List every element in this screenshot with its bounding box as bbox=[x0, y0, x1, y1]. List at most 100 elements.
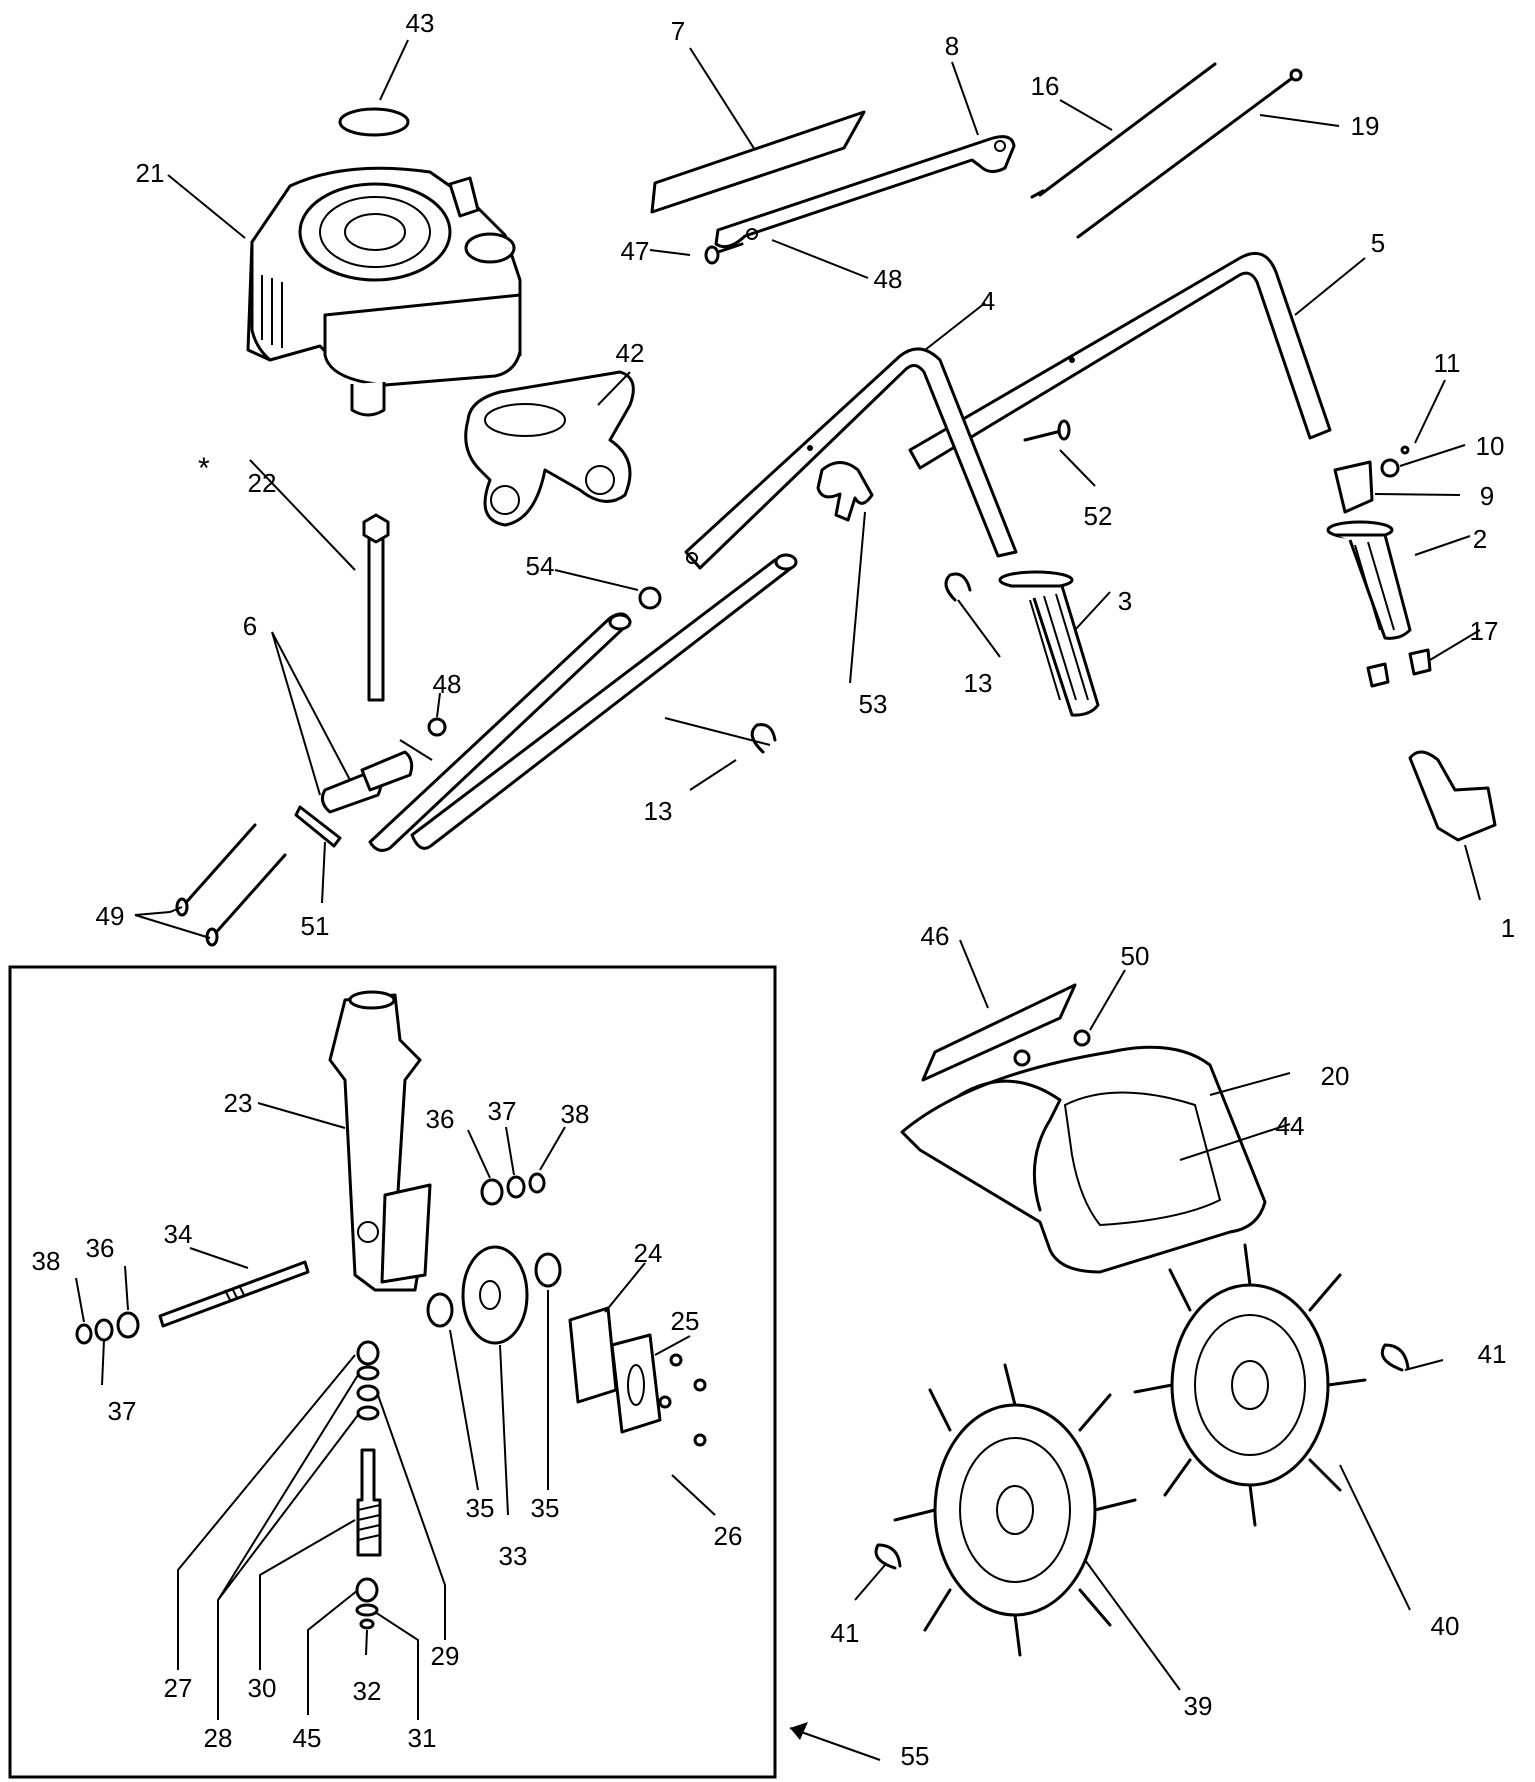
part-2-grip bbox=[1326, 520, 1412, 640]
part-13-clip-a bbox=[944, 572, 972, 602]
callout-c43: 43 bbox=[406, 8, 435, 38]
part-22-long-bolt bbox=[362, 513, 390, 702]
part-5-upper-handle bbox=[908, 251, 1332, 470]
callout-c2: 2 bbox=[1473, 524, 1487, 554]
part-36-37-38-right-bearings bbox=[480, 1172, 546, 1206]
callout-c37a: 37 bbox=[488, 1096, 517, 1126]
part-13-clip-b bbox=[750, 723, 777, 754]
part-51-pin bbox=[294, 805, 342, 848]
callout-c42: 42 bbox=[616, 338, 645, 368]
part-3-grip bbox=[998, 570, 1100, 717]
part-4-middle-handle bbox=[684, 347, 1018, 570]
part-17-clips bbox=[1366, 648, 1432, 688]
part-45-31-32-parts bbox=[355, 1577, 379, 1630]
callout-c23: 23 bbox=[224, 1088, 253, 1118]
callout-c10: 10 bbox=[1476, 431, 1505, 461]
part-39-tine-assembly bbox=[893, 1363, 1137, 1657]
callout-c20: 20 bbox=[1321, 1061, 1350, 1091]
callout-c24: 24 bbox=[634, 1238, 663, 1268]
callout-c45: 45 bbox=[293, 1723, 322, 1753]
gearbox-inset-frame bbox=[8, 965, 777, 1779]
callout-c36b: 36 bbox=[86, 1233, 115, 1263]
part-47-bolt bbox=[704, 242, 744, 265]
callout-c27: 27 bbox=[164, 1673, 193, 1703]
callout-c48a: 48 bbox=[874, 264, 903, 294]
callout-c29: 29 bbox=[431, 1641, 460, 1671]
callout-c38a: 38 bbox=[561, 1099, 590, 1129]
callout-c51: 51 bbox=[301, 911, 330, 941]
callout-c8: 8 bbox=[945, 31, 959, 61]
callout-c52: 52 bbox=[1084, 501, 1113, 531]
callout-c39: 39 bbox=[1184, 1691, 1213, 1721]
callout-c46: 46 bbox=[921, 921, 950, 951]
callout-c35a: 35 bbox=[466, 1493, 495, 1523]
part-34-shaft bbox=[158, 1260, 310, 1328]
callout-c38b: 38 bbox=[32, 1246, 61, 1276]
part-11-screw bbox=[1400, 445, 1410, 455]
callout-c37b: 37 bbox=[108, 1396, 137, 1426]
callout-c7: 7 bbox=[671, 16, 685, 46]
callout-c31: 31 bbox=[408, 1723, 437, 1753]
callout-c3: 3 bbox=[1118, 586, 1132, 616]
part-42-plate bbox=[464, 370, 635, 527]
part-36-37-38-left-bearings bbox=[75, 1311, 140, 1345]
callout-c1: 1 bbox=[1501, 913, 1515, 943]
callout-c35b: 35 bbox=[531, 1493, 560, 1523]
part-35-bearing-left bbox=[426, 1292, 454, 1328]
leader-lines bbox=[75, 39, 1481, 1761]
part-1-throttle-lever bbox=[1408, 750, 1497, 842]
callout-c33: 33 bbox=[499, 1541, 528, 1571]
callout-c54: 54 bbox=[526, 551, 555, 581]
callout-c48b: 48 bbox=[433, 669, 462, 699]
callout-c41a: 41 bbox=[1478, 1339, 1507, 1369]
callout-c30: 30 bbox=[248, 1673, 277, 1703]
part-10-nut bbox=[1380, 458, 1400, 478]
part-25-cover bbox=[610, 1333, 662, 1434]
callout-c25: 25 bbox=[671, 1306, 700, 1336]
part-41-clip-left bbox=[874, 1543, 902, 1570]
part-53-knob bbox=[816, 461, 874, 522]
callout-c36a: 36 bbox=[426, 1104, 455, 1134]
part-21-engine bbox=[246, 166, 522, 417]
callout-c6: 6 bbox=[243, 611, 257, 641]
callout-c16: 16 bbox=[1031, 71, 1060, 101]
part-43-oval-decal bbox=[338, 107, 410, 137]
callout-c5: 5 bbox=[1371, 228, 1385, 258]
callout-c4: 4 bbox=[981, 286, 995, 316]
part-23-gearbox-housing bbox=[328, 990, 432, 1292]
part-16-cable bbox=[1030, 62, 1217, 199]
callout-c50: 50 bbox=[1121, 941, 1150, 971]
part-46-decal bbox=[921, 983, 1077, 1082]
part-54-bushing bbox=[638, 586, 662, 610]
callout-c19: 19 bbox=[1351, 111, 1380, 141]
part-27-28-29-spacers bbox=[356, 1340, 380, 1421]
callout-c53: 53 bbox=[859, 689, 888, 719]
part-24-gasket bbox=[568, 1306, 618, 1404]
callout-c9: 9 bbox=[1480, 481, 1494, 511]
callout-c34: 34 bbox=[164, 1219, 193, 1249]
callout-c21: 21 bbox=[136, 158, 165, 188]
part-26-screws bbox=[658, 1353, 707, 1447]
callout-c13b: 13 bbox=[644, 796, 673, 826]
part-19-cable bbox=[1076, 68, 1303, 239]
callout-c44: 44 bbox=[1276, 1111, 1305, 1141]
part-6-clamps bbox=[320, 739, 433, 814]
lower-frame-tubes bbox=[368, 553, 798, 852]
part-41-clip-right bbox=[1380, 1343, 1410, 1372]
part-48-nut-lower bbox=[427, 717, 447, 737]
part-8-lever bbox=[714, 135, 1016, 249]
part-52-bolt bbox=[1023, 419, 1071, 442]
part-49-bolts bbox=[175, 823, 287, 947]
callout-c28: 28 bbox=[204, 1723, 233, 1753]
part-30-worm-shaft bbox=[356, 1448, 382, 1557]
callout-c47: 47 bbox=[621, 236, 650, 266]
note-asterisk: * bbox=[198, 452, 210, 485]
callout-c55: 55 bbox=[901, 1741, 930, 1771]
part-35-bearing-right bbox=[534, 1252, 562, 1288]
callout-c17: 17 bbox=[1470, 616, 1499, 646]
part-40-tine-assembly bbox=[1133, 1243, 1367, 1527]
callout-c13a: 13 bbox=[964, 668, 993, 698]
callout-c41b: 41 bbox=[831, 1618, 860, 1648]
